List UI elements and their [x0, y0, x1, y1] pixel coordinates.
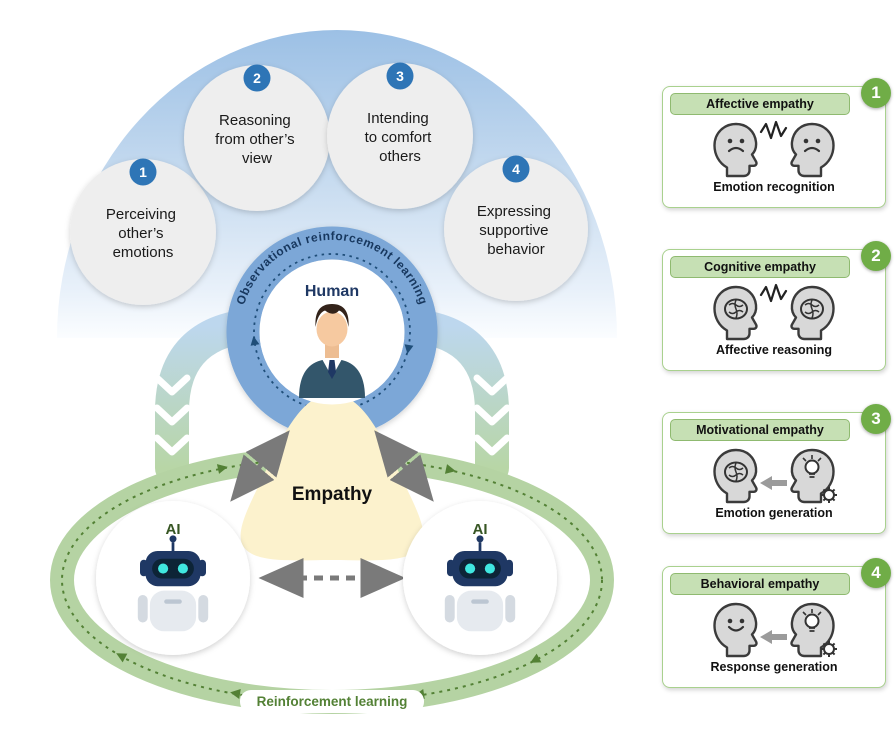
step-4-circle [444, 157, 588, 301]
step-2-circle [184, 65, 330, 211]
motivational-empathy-icon [670, 442, 878, 506]
right-head-icon [790, 122, 835, 178]
human-ai-arrows [230, 430, 434, 598]
legend-card-2-number-badge: 2 [861, 241, 891, 271]
observational-loop-arrowheads [250, 336, 414, 354]
step-3-circle [327, 63, 473, 209]
step-1-number-badge [129, 158, 157, 186]
affective-empathy-icon [670, 116, 878, 180]
legend-card-cognitive-empathy: 2 Cognitive empathy Affective reasoning [662, 241, 891, 371]
observational-loop-dotted-arrows [253, 253, 411, 411]
zigzag-signal-icon [759, 120, 788, 140]
step-circle-2: 2 Reasoning from other’s view [184, 64, 330, 211]
step-2-number-badge [243, 64, 271, 92]
legend-card-4-number-badge: 4 [861, 558, 891, 588]
svg-text:Reinforcement learning: Reinforcement learning [257, 694, 408, 709]
ai-node-left: AI [96, 501, 250, 655]
reinforcement-learning-label: Reinforcement learning [240, 690, 424, 713]
ai-right-label: AI [473, 521, 488, 538]
empathy-blob: Empathy [240, 394, 424, 561]
step-circle-3: 3 Intending to comfort others [327, 62, 473, 209]
empathy-label: Empathy [292, 484, 373, 505]
behavioral-empathy-icon [670, 596, 878, 660]
legend-card-4-title: Behavioral empathy [670, 573, 850, 595]
legend-card-1-title: Affective empathy [670, 93, 850, 115]
step-3-label: Intending to comfort others [365, 110, 436, 165]
legend-card-3-number-badge: 3 [861, 404, 891, 434]
ai-node-right: AI [403, 501, 557, 655]
step-2-number: 2 [253, 70, 261, 86]
left-arrow-icon [760, 630, 787, 644]
human-avatar-icon [299, 304, 365, 398]
left-head-icon [713, 122, 758, 178]
legend-card-affective-empathy: 1 Affective empathy Emotion recognition [662, 78, 891, 208]
legend-card-3-caption: Emotion generation [715, 506, 833, 520]
legend-card-behavioral-empathy: 4 Behavioral empathy Response generation [662, 558, 891, 688]
legend-card-4-caption: Response generation [710, 660, 838, 674]
legend-card-3-title: Motivational empathy [670, 419, 850, 441]
ai-left-label: AI [166, 521, 181, 538]
step-1-circle [70, 159, 216, 305]
human-label: Human [305, 283, 359, 300]
empathy-hri-diagram: 1 Perceiving other’s emotions 2 Reasonin… [50, 30, 617, 714]
legend-card-2-title: Cognitive empathy [670, 256, 850, 278]
empathy-diagram: 1 Perceiving other’s emotions 2 Reasonin… [50, 30, 617, 714]
human-node: Human [259, 259, 405, 405]
legend-card-motivational-empathy: 3 Motivational empathy Emotion generatio… [662, 404, 891, 534]
step-4-label: Expressing supportive behavior [477, 203, 555, 258]
gear-icon [820, 640, 838, 658]
step-3-number: 3 [396, 68, 404, 84]
human-left-ai-arrow [230, 430, 290, 502]
left-arrow-icon [760, 476, 787, 490]
step-1-number: 1 [139, 164, 147, 180]
gear-icon [820, 486, 838, 504]
step-4-number-badge [502, 155, 530, 183]
down-chevron-arrows-left [153, 374, 191, 456]
legend-card-2-caption: Affective reasoning [715, 343, 832, 357]
step-circle-1: 1 Perceiving other’s emotions [70, 158, 216, 305]
legend-card-1-caption: Emotion recognition [713, 180, 835, 194]
step-4-number: 4 [512, 161, 520, 177]
step-2-label: Reasoning from other’s view [215, 112, 299, 167]
legend-card-1-number-badge: 1 [861, 78, 891, 108]
human-right-ai-arrow [374, 430, 434, 502]
step-circle-4: 4 Expressing supportive behavior [444, 155, 588, 301]
zigzag-signal-icon [759, 283, 788, 303]
cognitive-empathy-icon [670, 279, 878, 343]
step-1-label: Perceiving other’s emotions [106, 206, 180, 261]
empathy-legend: 1 Affective empathy Emotion recognition … [660, 0, 895, 741]
down-chevron-arrows-right [473, 374, 511, 456]
step-3-number-badge [386, 62, 414, 90]
